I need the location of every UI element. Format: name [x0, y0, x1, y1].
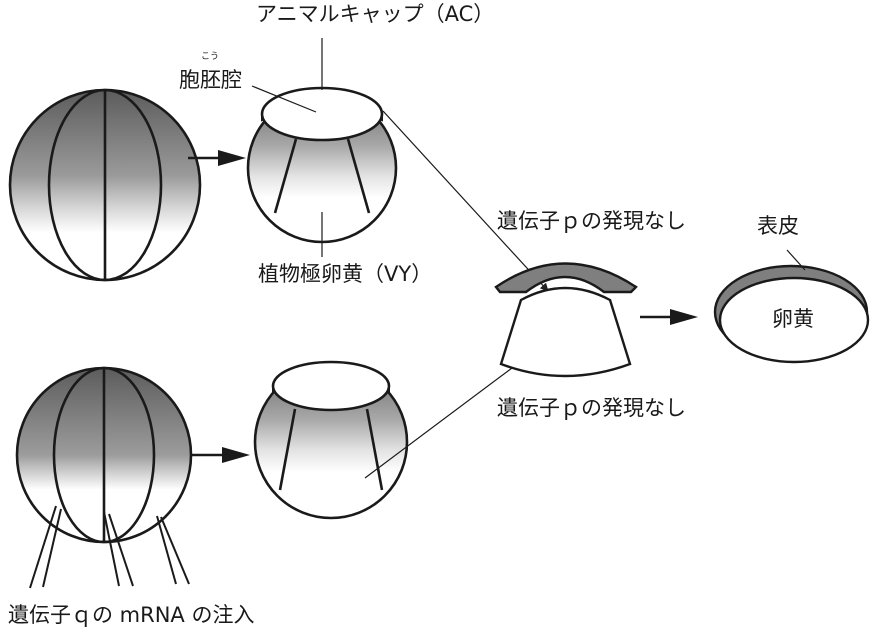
label-blastocoel-ruby: こう	[201, 52, 220, 62]
label-vegetal-yolk: 植物極卵黄（VY）	[258, 262, 433, 286]
explant-combined	[494, 262, 638, 378]
label-blastocoel: 胞胚腔	[179, 68, 242, 92]
label-animal-cap: アニマルキャップ（AC）	[256, 2, 495, 26]
label-yolk: 卵黄	[772, 307, 814, 331]
leader-blastocoel	[251, 85, 317, 113]
arrow-bottom-egg-to-blastula	[192, 447, 250, 463]
arrow-top-egg-to-blastula	[188, 150, 246, 166]
result-embryo	[713, 264, 870, 364]
arrow-explant-to-result	[640, 309, 698, 325]
egg-top	[8, 88, 202, 282]
label-epidermis: 表皮	[757, 214, 799, 238]
leader-epidermis	[786, 249, 806, 271]
label-no-expression-bottom: 遺伝子ｐの発現なし	[497, 396, 686, 420]
arrow-thin-top	[382, 110, 549, 292]
blastula-top	[246, 86, 398, 244]
label-injection: 遺伝子ｑの mRNA の注入	[8, 603, 255, 627]
injection-needles	[29, 505, 190, 589]
label-no-expression-top: 遺伝子ｐの発現なし	[497, 209, 686, 233]
blastula-bottom	[253, 360, 409, 520]
